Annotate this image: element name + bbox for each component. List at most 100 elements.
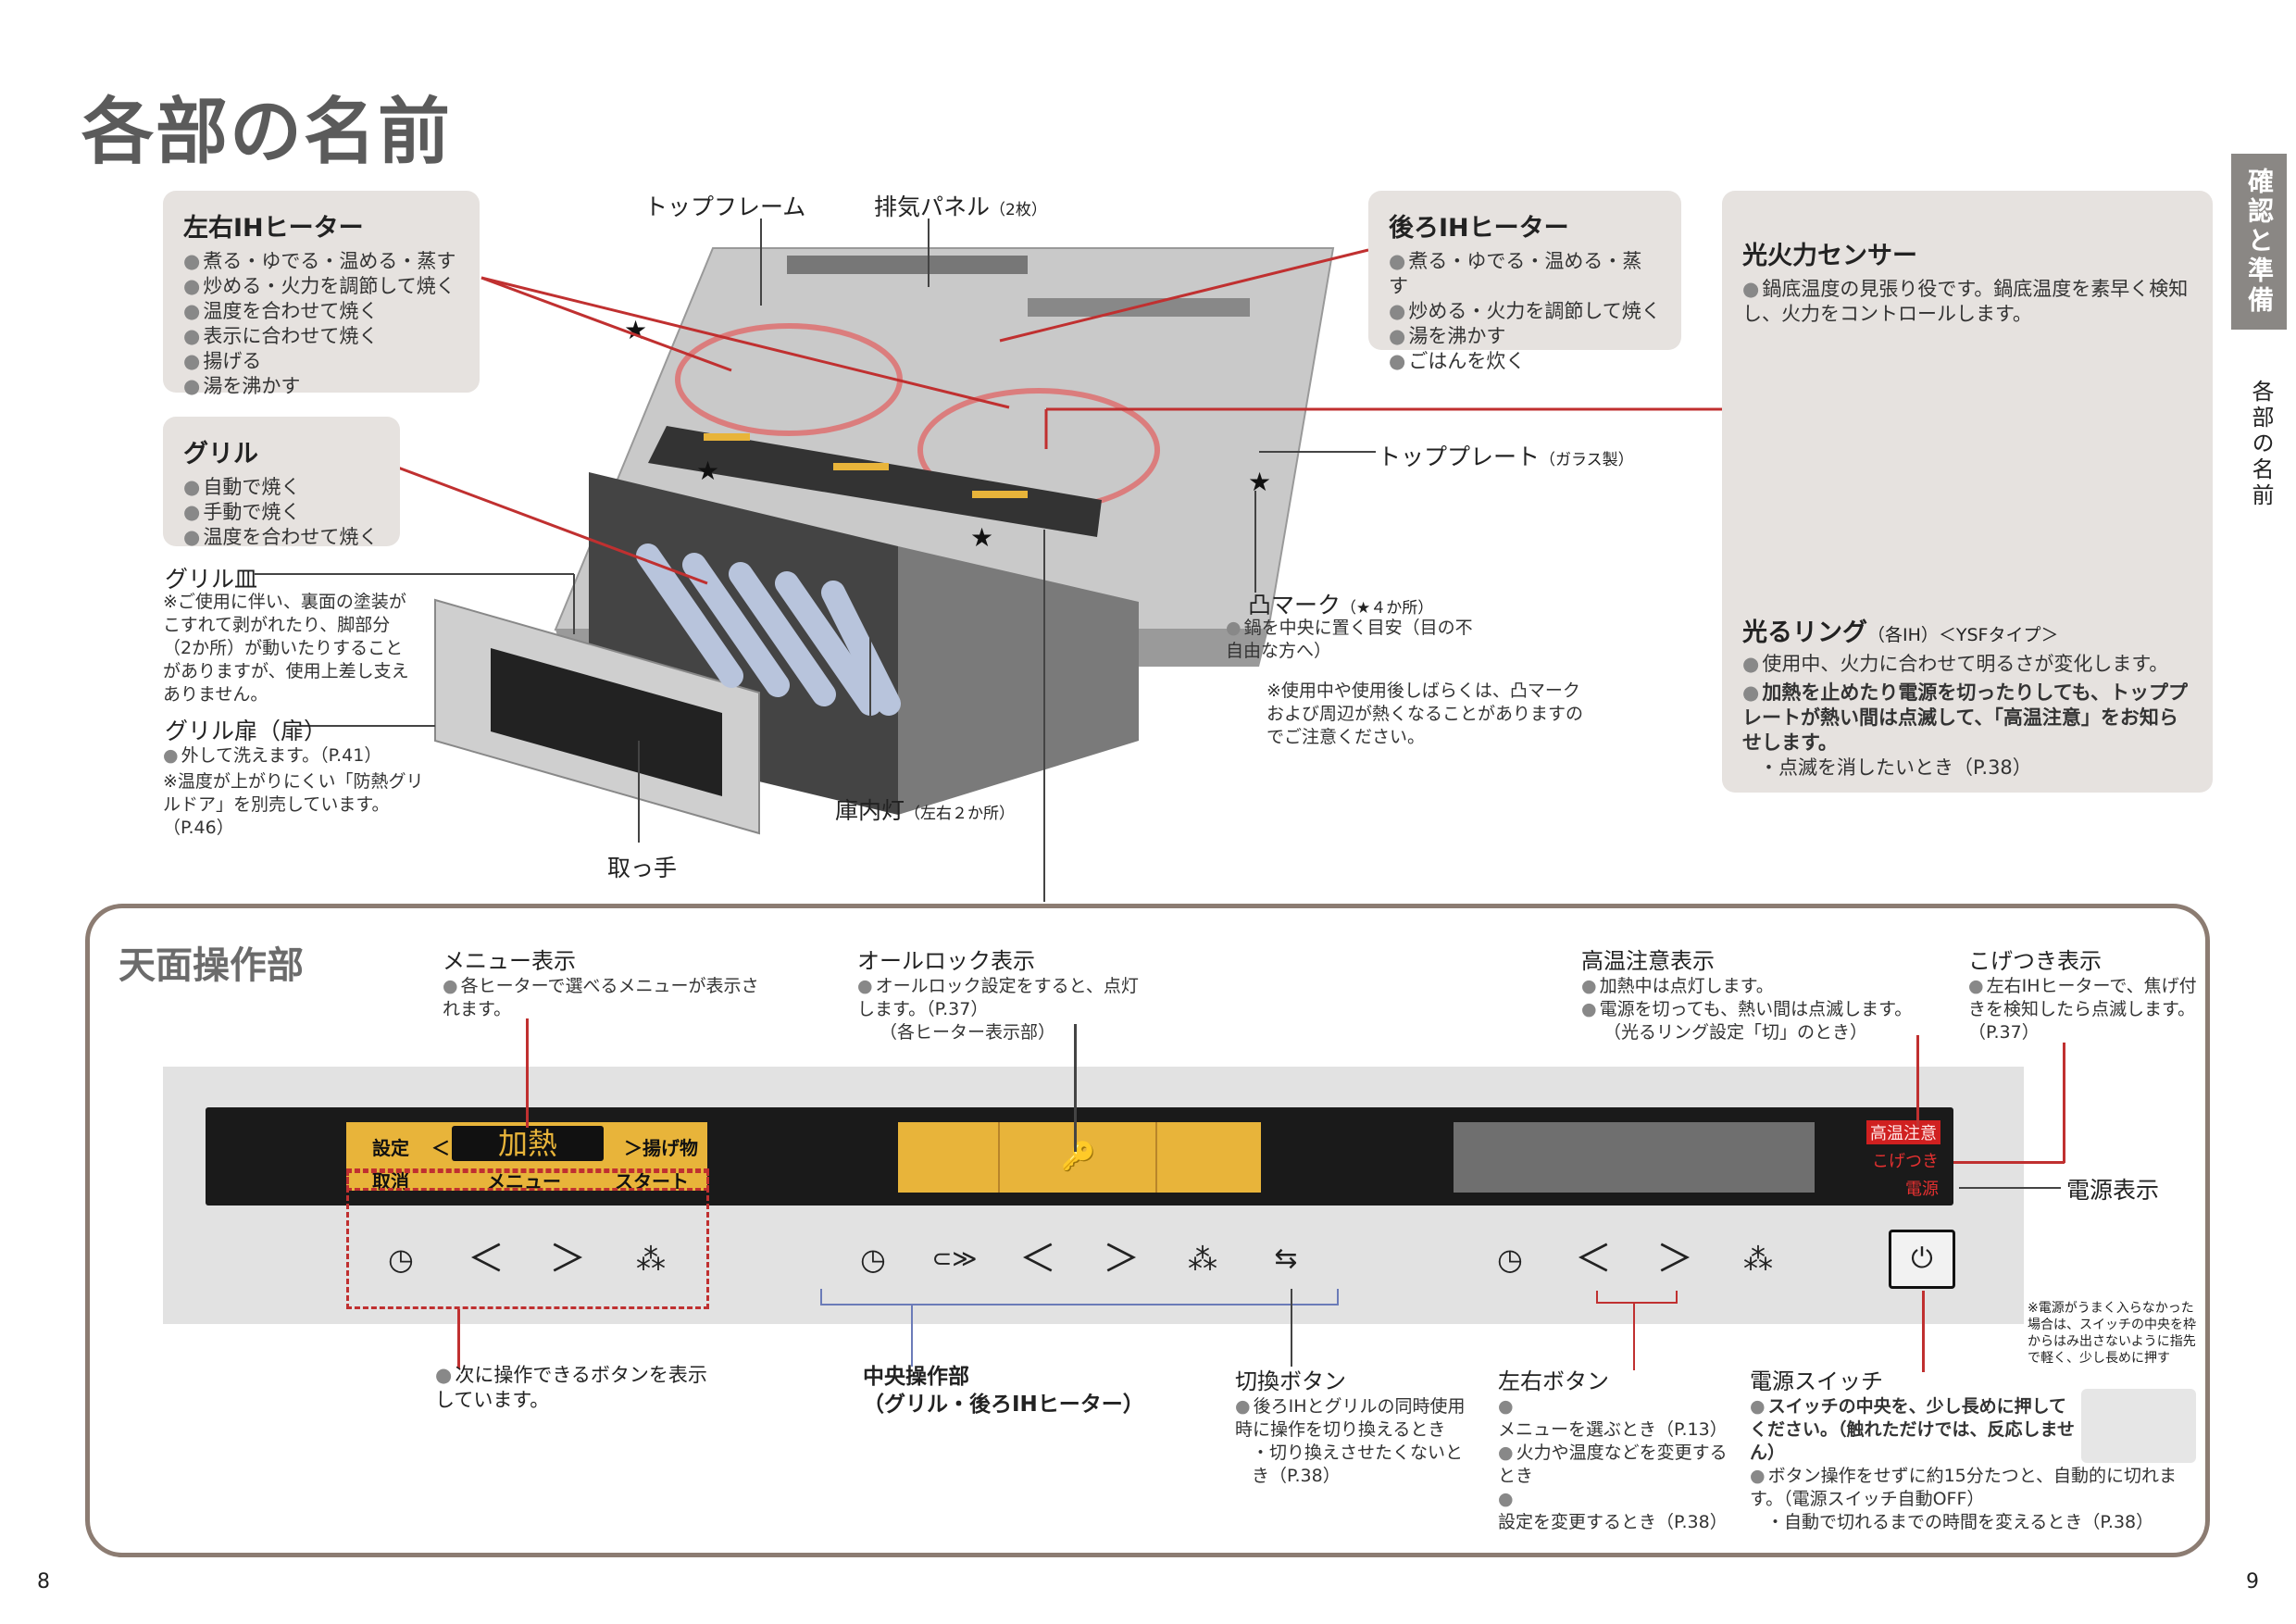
- rear-fire-button[interactable]: ⁂: [1743, 1242, 1773, 1277]
- svg-text:★: ★: [970, 522, 993, 553]
- bump-mark-label: 凸マーク（★４か所）: [1248, 587, 1433, 620]
- leader-line: [1953, 1161, 2065, 1164]
- list-item: 自動で焼く: [183, 475, 380, 500]
- side-tab[interactable]: 確認と準備: [2231, 154, 2287, 330]
- fish-button[interactable]: ⊂≫: [931, 1245, 978, 1273]
- list-item: メニューを選ぶとき（P.13）: [1498, 1395, 1739, 1442]
- leader-line: [1291, 1289, 1292, 1367]
- all-lock-sub: （各ヒーター表示部）: [880, 1022, 1056, 1043]
- center-lt-button[interactable]: ＜: [1019, 1238, 1056, 1280]
- rear-heater-display: [1454, 1122, 1815, 1193]
- ring-sub: （各IH）＜YSFタイプ＞: [1867, 625, 2059, 645]
- center-timer-button[interactable]: ◷: [860, 1242, 886, 1277]
- top-plate-sub: （ガラス製）: [1540, 451, 1634, 469]
- menu-display-callout: メニュー表示 各ヒーターで選べるメニューが表示されます。: [443, 943, 776, 1021]
- page-number-right: 9: [2246, 1570, 2259, 1593]
- exhaust-label: 排気パネル（2枚）: [874, 189, 1047, 222]
- top-plate-label: トッププレート（ガラス製）: [1378, 439, 1634, 472]
- lr-bracket: [1596, 1291, 1678, 1304]
- grill-tray-note: ※ご使用に伴い、裏面の塗装がこすれて剥がれたり、脚部分（2か所）が動いたりするこ…: [163, 592, 409, 705]
- power-display-label: 電源表示: [2066, 1177, 2160, 1204]
- left-lt-button[interactable]: ＜: [468, 1238, 505, 1280]
- control-panel-frame: [85, 904, 2210, 1557]
- scorch-heading: こげつき表示: [1968, 948, 2102, 974]
- lr-button-callout: 左右ボタン メニューを選ぶとき（P.13） 火力や温度などを変更するとき 設定を…: [1498, 1363, 1739, 1534]
- svg-text:★: ★: [624, 315, 647, 345]
- display-fry: 揚げ物: [643, 1137, 698, 1159]
- indicator-power: 電源: [1905, 1180, 1939, 1199]
- menu-display-heading: メニュー表示: [443, 948, 576, 974]
- list-item: 次に操作できるボタンを表示しています。: [435, 1363, 713, 1413]
- control-panel-title: 天面操作部: [119, 944, 304, 987]
- sensor-heading: 光火力センサー: [1742, 242, 1917, 270]
- left-gt-button[interactable]: ＞: [549, 1238, 586, 1280]
- display-divider: [1155, 1122, 1157, 1193]
- rear-timer-button[interactable]: ◷: [1497, 1242, 1523, 1277]
- list-item: 各ヒーターで選べるメニューが表示されます。: [443, 975, 776, 1021]
- list-item: オールロック設定をすると、点灯します。（P.37）: [857, 975, 1154, 1021]
- next-button-callout: 次に操作できるボタンを表示しています。: [435, 1363, 713, 1413]
- list-item: 湯を沸かす: [183, 374, 459, 399]
- indicator-high-temp: 高温注意: [1866, 1120, 1940, 1144]
- bump-mark-note: ※使用中や使用後しばらくは、凸マークおよび周辺が熱くなることがありますのでご注意…: [1267, 681, 1584, 747]
- list-item: 表示に合わせて焼く: [183, 324, 459, 349]
- left-timer-button[interactable]: ◷: [388, 1242, 414, 1277]
- page-number-left: 8: [37, 1570, 50, 1593]
- power-switch-button[interactable]: ⏻: [1889, 1230, 1955, 1289]
- center-fire-button[interactable]: ⁂: [1188, 1242, 1217, 1277]
- list-item: 加熱中は点灯します。: [1581, 975, 1952, 998]
- rear-ih-heading: 後ろIHヒーター: [1389, 214, 1569, 243]
- list-item: 火力や温度などを変更するとき: [1498, 1442, 1739, 1488]
- leader-line: [1959, 1187, 2061, 1189]
- svg-text:★: ★: [1248, 467, 1271, 497]
- list-item: 使用中、火力に合わせて明るさが変化します。: [1742, 652, 2192, 677]
- switch-button-heading: 切換ボタン: [1235, 1368, 1346, 1394]
- ring-heading: 光るリング: [1742, 618, 1867, 647]
- grill-heading: グリル: [183, 440, 258, 468]
- list-item: ・自動で切れるまでの時間を変えるとき（P.38）: [1766, 1512, 2154, 1532]
- scorch-callout: こげつき表示 左右IHヒーターで、焦げ付きを検知したら点滅します。（P.37）: [1968, 943, 2200, 1044]
- leader-line: [1922, 1291, 1925, 1372]
- left-fire-button[interactable]: ⁂: [636, 1242, 666, 1277]
- leader-line: [2063, 1043, 2065, 1163]
- list-item: 揚げる: [183, 349, 459, 374]
- switch-button-callout: 切換ボタン 後ろIHとグリルの同時使用時に操作を切り換えるとき ・切り換えさせた…: [1235, 1363, 1476, 1488]
- leader-line: [1074, 1024, 1077, 1152]
- next-button-outline: [346, 1170, 709, 1309]
- list-item: 後ろIHとグリルの同時使用時に操作を切り換えるとき: [1235, 1395, 1476, 1442]
- center-gt-button[interactable]: ＞: [1103, 1238, 1140, 1280]
- high-temp-callout: 高温注意表示 加熱中は点灯します。 電源を切っても、熱い間は点滅します。 （光る…: [1581, 943, 1952, 1044]
- list-item: 炒める・火力を調節して焼く: [183, 274, 459, 299]
- display-lt: ＜: [431, 1137, 450, 1159]
- center-display: 🔑: [898, 1122, 1261, 1193]
- high-temp-heading: 高温注意表示: [1581, 948, 1715, 974]
- page-title: 各部の名前: [81, 91, 453, 174]
- list-item: 左右IHヒーターで、焦げ付きを検知したら点滅します。（P.37）: [1968, 975, 2200, 1044]
- center-ops-callout: 中央操作部 （グリル・後ろIHヒーター）: [863, 1363, 1144, 1418]
- display-heating: 加熱: [452, 1126, 604, 1161]
- sensor-box: 光火力センサー 鍋底温度の見張り役です。鍋底温度を素早く検知し、火力をコントロー…: [1722, 191, 2213, 793]
- high-temp-sub: （光るリング設定「切」のとき）: [1603, 1022, 1868, 1043]
- svg-text:★: ★: [696, 456, 719, 486]
- leader-line: [1633, 1304, 1635, 1370]
- top-frame-label: トップフレーム: [644, 194, 806, 220]
- indicator-scorch: こげつき: [1872, 1152, 1939, 1171]
- leader-line: [1916, 1035, 1919, 1128]
- leader-line: [457, 1309, 460, 1368]
- ring-title: 光るリング（各IH）＜YSFタイプ＞: [1742, 612, 2192, 648]
- rear-lt-button[interactable]: ＜: [1575, 1238, 1612, 1280]
- grill-door-label: グリル扉（扉）: [165, 718, 328, 744]
- handle-label: 取っ手: [607, 855, 678, 881]
- list-item: ・切り換えさせたくないとき（P.38）: [1252, 1443, 1464, 1486]
- list-item: 手動で焼く: [183, 500, 380, 525]
- display-setting: 設定: [372, 1137, 409, 1159]
- list-item: 炒める・火力を調節して焼く: [1389, 299, 1661, 324]
- list-item: 鍋を中央に置く目安（目の不自由な方へ）: [1226, 617, 1485, 663]
- rear-gt-button[interactable]: ＞: [1656, 1238, 1693, 1280]
- center-ops-bracket: [820, 1289, 1339, 1305]
- list-item: 電源を切っても、熱い間は点滅します。: [1581, 998, 1952, 1021]
- interior-light-label: 庫内灯（左右２か所）: [835, 793, 1015, 826]
- power-switch-heading: 電源スイッチ: [1750, 1368, 1883, 1394]
- switch-button[interactable]: ⇆: [1274, 1243, 1298, 1275]
